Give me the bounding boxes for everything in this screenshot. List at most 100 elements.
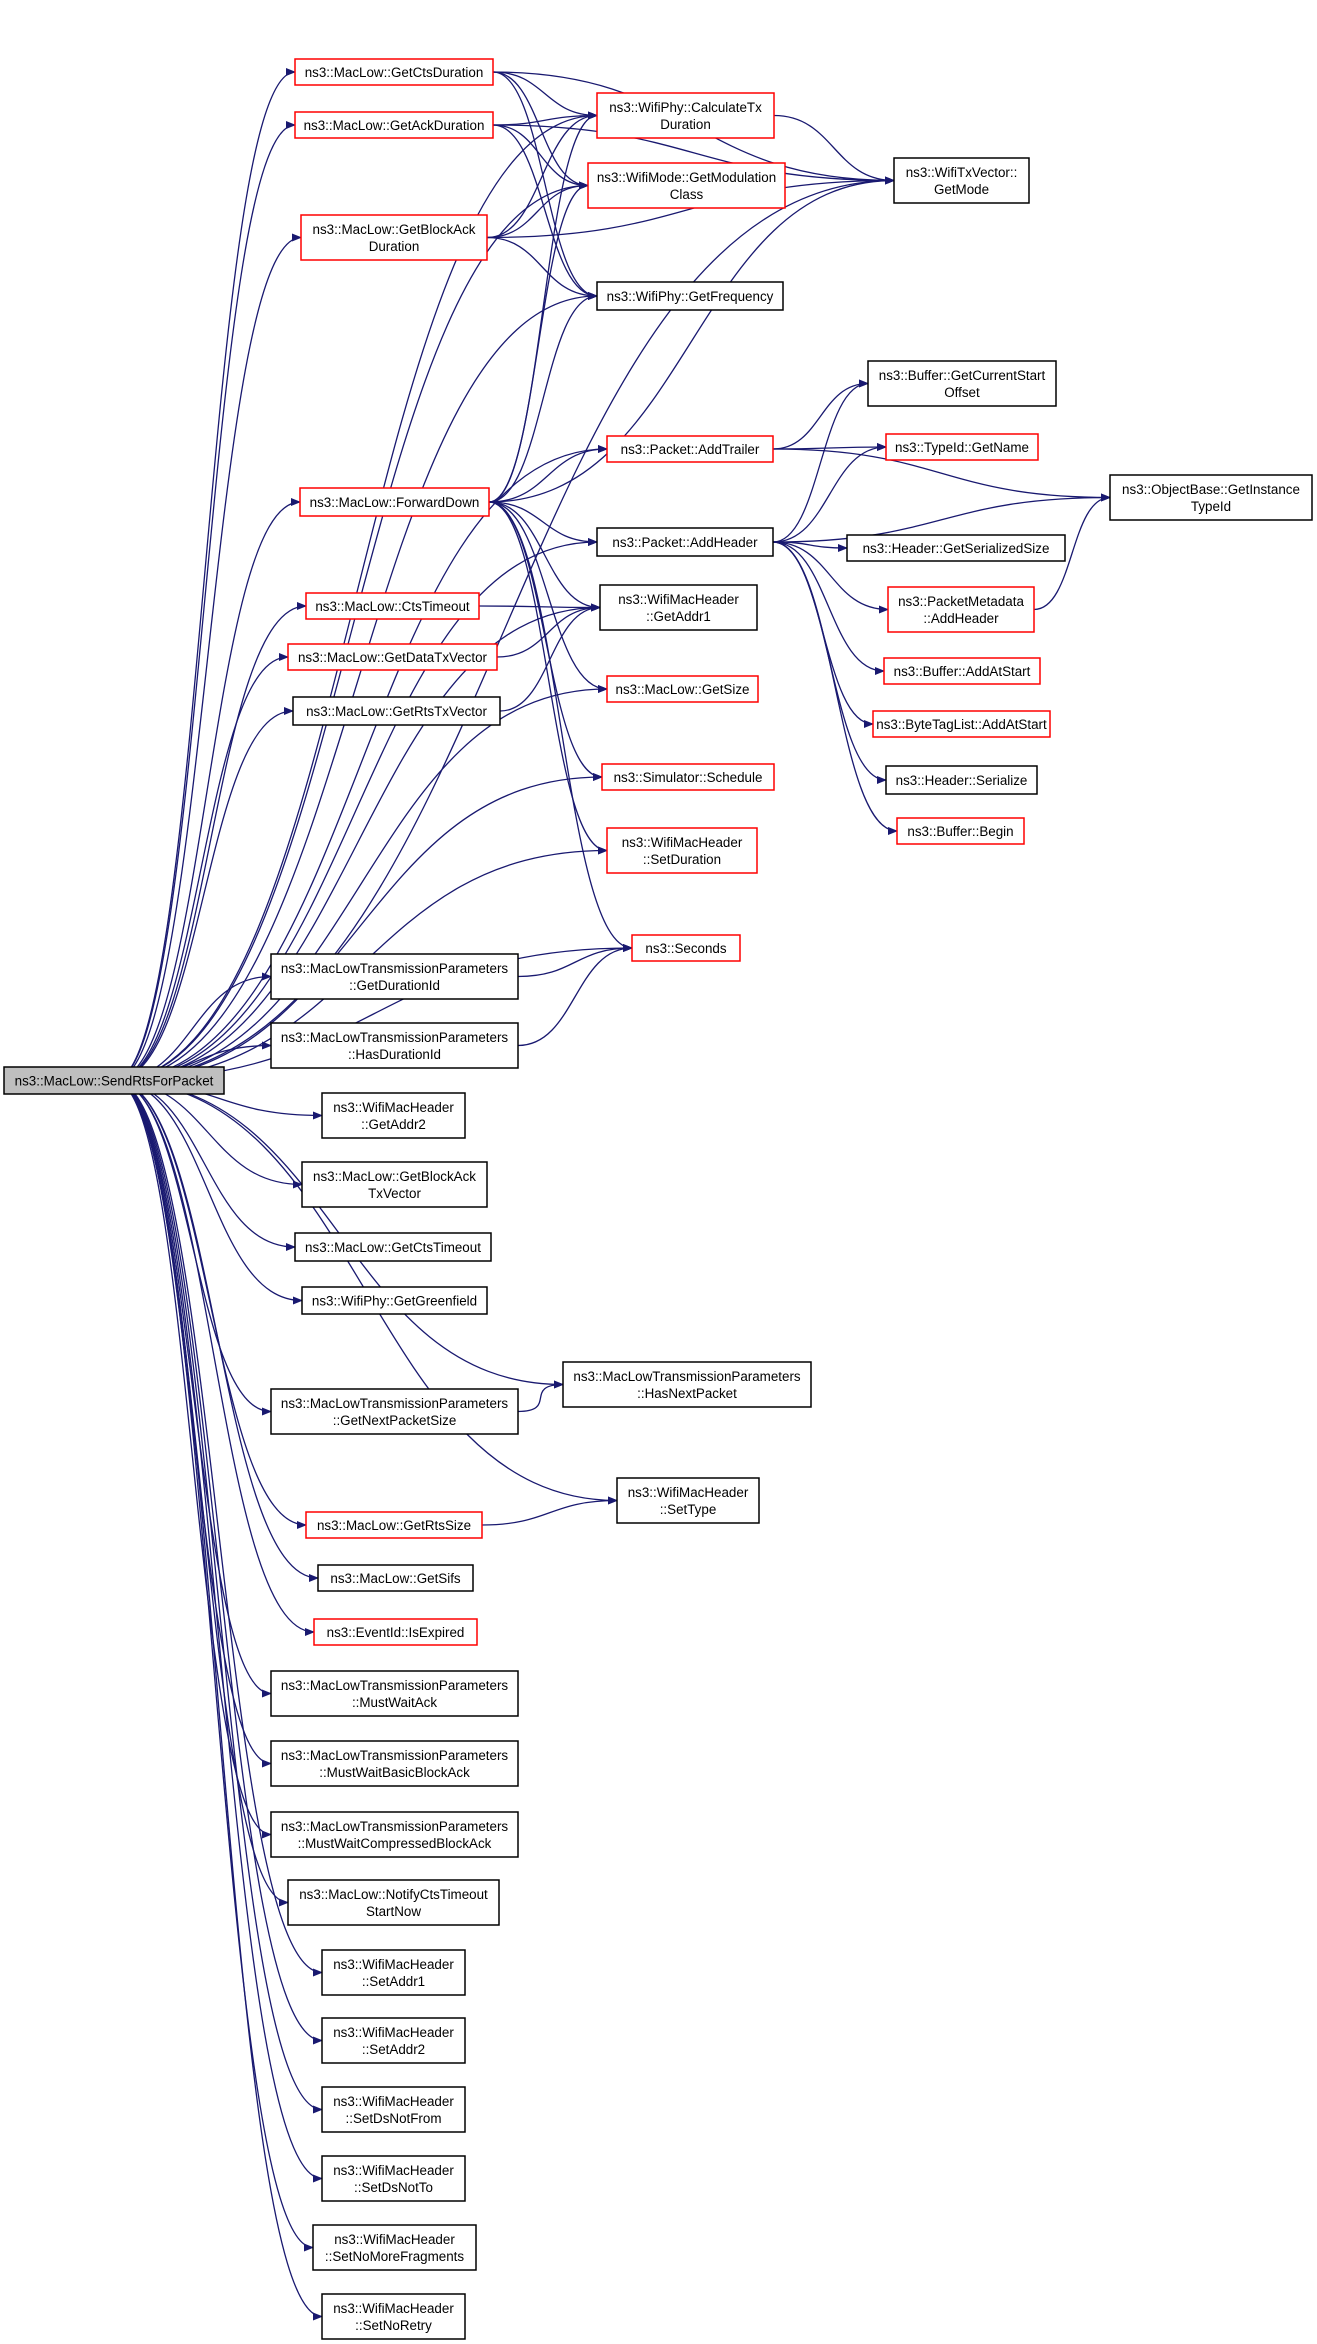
node-label: ::GetAddr1 [646, 609, 711, 624]
node-box [872, 710, 1051, 738]
edge-send-rts-for-packet-to-add-header [113, 538, 598, 1082]
edge-send-rts-for-packet-to-get-cts-duration [113, 68, 296, 1082]
node-label: GetMode [934, 182, 989, 197]
edge-send-rts-for-packet-to-notify-cts-timeout-start-now [113, 1079, 289, 1907]
node-seconds[interactable]: ns3::Seconds [631, 934, 741, 962]
node-buffer-add-at-start[interactable]: ns3::Buffer::AddAtStart [883, 657, 1041, 685]
node-get-cts-timeout[interactable]: ns3::MacLow::GetCtsTimeout [294, 1232, 492, 1262]
node-box [631, 934, 741, 962]
node-type-id-get-name[interactable]: ns3::TypeId::GetName [885, 433, 1039, 461]
node-label: ns3::MacLowTransmissionParameters [281, 961, 509, 976]
node-label: ns3::WifiMacHeader [333, 1957, 454, 1972]
node-get-ack-duration[interactable]: ns3::MacLow::GetAckDuration [294, 111, 494, 139]
node-box [270, 1022, 519, 1069]
edge-get-ack-duration-to-get-mode [492, 124, 895, 185]
node-get-frequency[interactable]: ns3::WifiPhy::GetFrequency [596, 281, 784, 311]
node-add-header[interactable]: ns3::Packet::AddHeader [596, 527, 774, 557]
node-set-no-more-fragments[interactable]: ns3::WifiMacHeader::SetNoMoreFragments [312, 2224, 477, 2271]
node-label: ns3::WifiMacHeader [622, 835, 743, 850]
node-label: ::SetDsNotTo [354, 2180, 433, 2195]
node-add-trailer[interactable]: ns3::Packet::AddTrailer [606, 435, 774, 463]
node-get-cts-duration[interactable]: ns3::MacLow::GetCtsDuration [294, 58, 494, 86]
node-label: ns3::Simulator::Schedule [614, 770, 763, 785]
node-box [270, 1670, 519, 1717]
node-get-greenfield[interactable]: ns3::WifiPhy::GetGreenfield [301, 1286, 488, 1315]
node-set-addr1[interactable]: ns3::WifiMacHeader::SetAddr1 [321, 1949, 466, 1996]
node-get-rts-tx-vector[interactable]: ns3::MacLow::GetRtsTxVector [292, 696, 501, 726]
node-box [321, 2086, 466, 2133]
node-get-serialized-size[interactable]: ns3::Header::GetSerializedSize [846, 534, 1066, 562]
edge-send-rts-for-packet-to-must-wait-ack [113, 1079, 272, 1698]
node-get-addr1[interactable]: ns3::WifiMacHeader::GetAddr1 [599, 584, 758, 631]
node-get-duration-id[interactable]: ns3::MacLowTransmissionParameters::GetDu… [270, 953, 519, 1000]
edge-forward-down-to-get-mode [488, 176, 895, 503]
edge-add-header-to-packet-metadata-add-header [772, 541, 889, 614]
node-must-wait-ack[interactable]: ns3::MacLowTransmissionParameters::MustW… [270, 1670, 519, 1717]
node-cts-timeout[interactable]: ns3::MacLow::CtsTimeout [305, 592, 480, 620]
edge-get-rts-tx-vector-to-get-addr1 [499, 603, 601, 712]
node-box [606, 435, 774, 463]
node-label: Duration [660, 117, 711, 132]
node-set-duration[interactable]: ns3::WifiMacHeader::SetDuration [606, 827, 758, 874]
node-must-wait-basic-block-ack[interactable]: ns3::MacLowTransmissionParameters::MustW… [270, 1740, 519, 1787]
node-label: ns3::MacLow::GetDataTxVector [298, 650, 488, 665]
node-box [321, 2017, 466, 2064]
edge-send-rts-for-packet-to-is-expired [113, 1079, 315, 1636]
node-simulator-schedule[interactable]: ns3::Simulator::Schedule [601, 763, 775, 791]
node-box [893, 157, 1030, 204]
node-set-no-retry[interactable]: ns3::WifiMacHeader::SetNoRetry [321, 2293, 466, 2340]
node-has-next-packet[interactable]: ns3::MacLowTransmissionParameters::HasNe… [562, 1361, 812, 1408]
node-box [321, 2155, 466, 2202]
node-set-ds-not-to[interactable]: ns3::WifiMacHeader::SetDsNotTo [321, 2155, 466, 2202]
node-label: ns3::WifiMacHeader [333, 2301, 454, 2316]
node-buffer-begin[interactable]: ns3::Buffer::Begin [896, 817, 1025, 845]
node-label: ns3::MacLow::GetAckDuration [304, 118, 485, 133]
node-label: ns3::TypeId::GetName [895, 440, 1029, 455]
node-box [287, 643, 498, 671]
edge-send-rts-for-packet-to-get-sifs [113, 1079, 319, 1582]
node-label: ::SetDuration [643, 852, 721, 867]
node-box [885, 433, 1039, 461]
node-set-addr2[interactable]: ns3::WifiMacHeader::SetAddr2 [321, 2017, 466, 2064]
node-mac-low-get-size[interactable]: ns3::MacLow::GetSize [606, 675, 759, 703]
edge-get-ack-duration-to-get-modulation-class [492, 124, 589, 190]
edge-send-rts-for-packet-to-forward-down [113, 498, 301, 1082]
edge-add-header-to-get-current-start-offset [772, 379, 869, 543]
node-box [270, 1740, 519, 1787]
node-set-type[interactable]: ns3::WifiMacHeader::SetType [616, 1477, 760, 1524]
node-is-expired[interactable]: ns3::EventId::IsExpired [313, 1618, 478, 1646]
node-must-wait-compressed-block-ack[interactable]: ns3::MacLowTransmissionParameters::MustW… [270, 1811, 519, 1858]
node-box [896, 817, 1025, 845]
node-label: ns3::Buffer::AddAtStart [894, 664, 1031, 679]
node-label: ns3::EventId::IsExpired [327, 1625, 465, 1640]
edge-send-rts-for-packet-to-get-data-tx-vector [113, 653, 289, 1082]
node-packet-metadata-add-header[interactable]: ns3::PacketMetadata::AddHeader [887, 586, 1035, 633]
node-get-data-tx-vector[interactable]: ns3::MacLow::GetDataTxVector [287, 643, 498, 671]
edge-send-rts-for-packet-to-cts-timeout [113, 602, 307, 1082]
node-get-sifs[interactable]: ns3::MacLow::GetSifs [317, 1564, 474, 1592]
node-get-mode[interactable]: ns3::WifiTxVector::GetMode [893, 157, 1030, 204]
edge-get-next-packet-size-to-has-next-packet [517, 1380, 564, 1413]
node-has-duration-id[interactable]: ns3::MacLowTransmissionParameters::HasDu… [270, 1022, 519, 1069]
node-byte-tag-list-add-at-start[interactable]: ns3::ByteTagList::AddAtStart [872, 710, 1051, 738]
node-header-serialize[interactable]: ns3::Header::Serialize [885, 765, 1038, 795]
node-get-addr2[interactable]: ns3::WifiMacHeader::GetAddr2 [321, 1092, 466, 1139]
node-get-next-packet-size[interactable]: ns3::MacLowTransmissionParameters::GetNe… [270, 1388, 519, 1435]
node-send-rts-for-packet[interactable]: ns3::MacLow::SendRtsForPacket [3, 1066, 225, 1095]
edge-get-ack-duration-to-get-frequency [492, 124, 598, 300]
node-get-rts-size[interactable]: ns3::MacLow::GetRtsSize [305, 1511, 483, 1539]
edge-send-rts-for-packet-to-set-addr2 [113, 1079, 323, 2045]
node-set-ds-not-from[interactable]: ns3::WifiMacHeader::SetDsNotFrom [321, 2086, 466, 2133]
node-box [300, 214, 488, 261]
node-label: ns3::WifiMacHeader [333, 2025, 454, 2040]
node-label: ns3::WifiPhy::GetFrequency [607, 289, 774, 304]
edge-calculate-tx-duration-to-get-mode [773, 114, 895, 185]
node-forward-down[interactable]: ns3::MacLow::ForwardDown [299, 487, 490, 517]
